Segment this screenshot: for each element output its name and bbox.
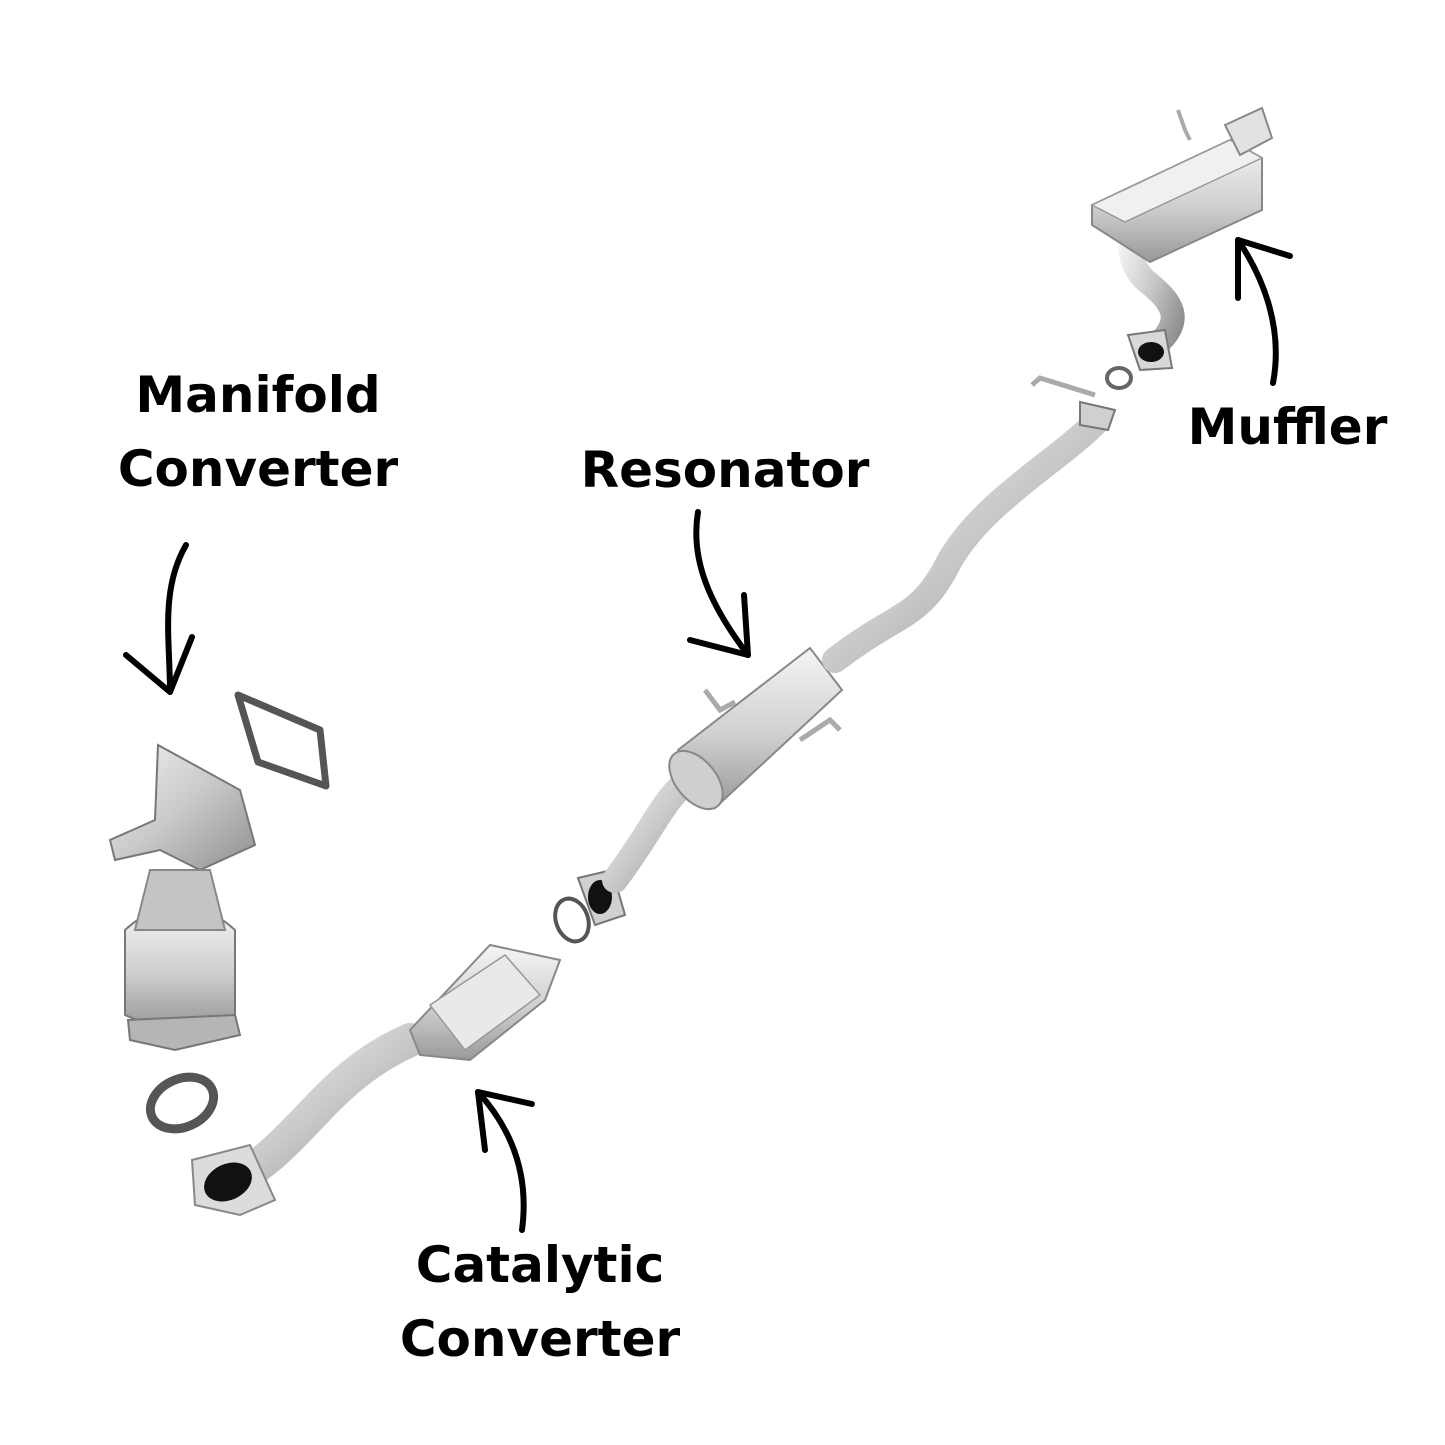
arrow-muffler [1235,237,1279,386]
label-catalytic-converter: Catalytic Converter [370,1228,710,1376]
arrow-resonator-head [687,592,751,658]
catalytic-converter-part [190,896,591,1217]
arrow-manifold-converter [165,542,189,695]
manifold-converter-part [108,691,330,1134]
resonator-outlet-gasket [1105,366,1133,390]
manifold-gasket [234,691,330,790]
arrow-manifold-converter-head [123,634,195,695]
manifold-outlet-gasket [145,1072,219,1134]
resonator-part [576,366,1133,927]
muffler-part [1090,106,1274,372]
label-muffler: Muffler [1170,390,1405,464]
label-catalytic-line-1: Catalytic [415,1236,665,1294]
label-manifold-line-1: Manifold [135,366,381,424]
arrow-catalytic-converter-head [475,1089,535,1153]
label-resonator-line-1: Resonator [580,441,870,499]
arrow-muffler-head [1235,237,1293,301]
label-manifold-line-2: Converter [117,440,399,498]
arrow-catalytic-converter [475,1089,527,1233]
label-manifold-converter: Manifold Converter [88,358,428,506]
arrow-resonator [693,509,751,658]
catalytic-outlet-gasket [553,896,591,944]
label-resonator: Resonator [560,433,890,507]
label-muffler-line-1: Muffler [1187,398,1388,456]
label-catalytic-line-2: Converter [399,1310,681,1368]
